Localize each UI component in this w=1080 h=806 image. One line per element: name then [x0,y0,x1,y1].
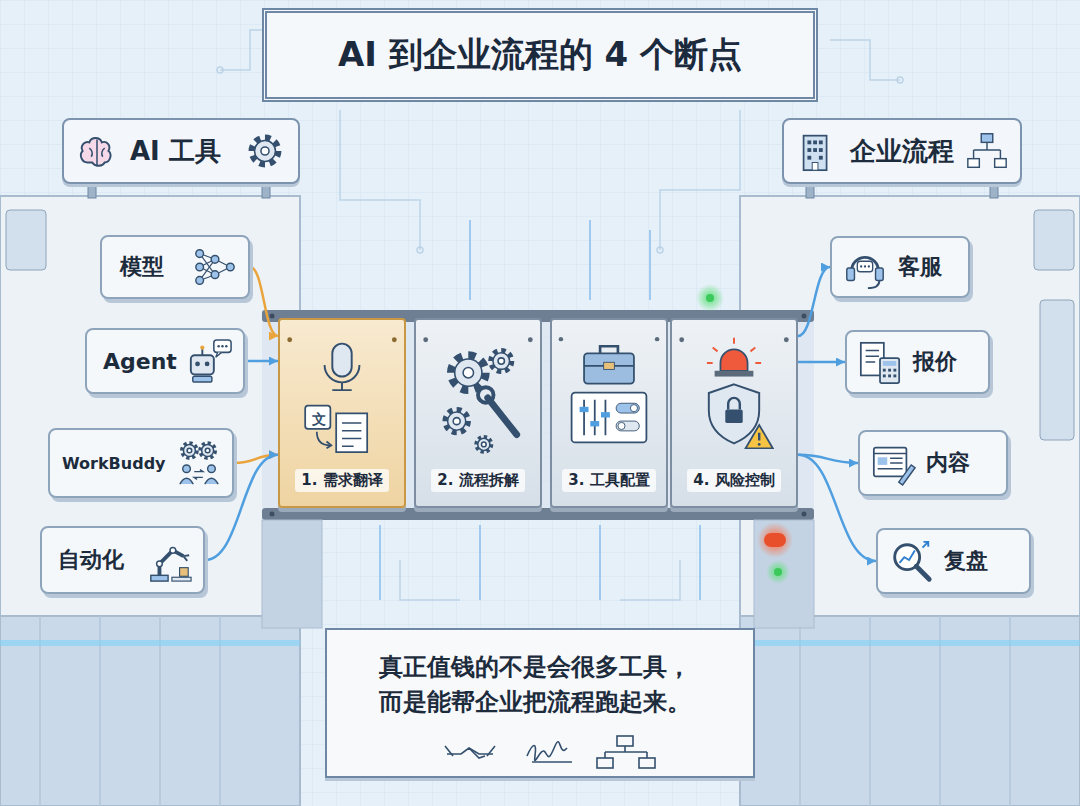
flow-connector [245,360,278,363]
robot-icon [187,338,233,384]
node-label: 2. 流程拆解 [431,469,524,492]
node-label: 自动化 [58,545,124,575]
node-label: Agent [103,349,177,374]
bridge-panel: 2. 流程拆解 [414,318,542,508]
brain-icon [74,128,120,174]
building-icon [794,128,840,174]
node-label: 4. 风险控制 [687,469,780,492]
node-label: 报价 [913,347,957,377]
tool-box: 自动化 [40,526,205,594]
title-text: AI 到企业流程的 4 个断点 [338,32,742,78]
gear-icon [242,128,288,174]
p3-icon [552,332,666,472]
node-label: 1. 需求翻译 [295,469,388,492]
tool-box: Agent [85,328,245,394]
tool-box: WorkBuddy [48,428,234,498]
node-label: AI 工具 [130,134,221,169]
bridge-panel: 1. 需求翻译 [278,318,406,508]
buddy-icon [176,440,222,486]
tool-box: 复盘 [876,528,1031,594]
node-label: 企业流程 [850,134,954,169]
bridge-panel: 4. 风险控制 [670,318,798,508]
flow-connector [798,361,845,364]
tool-box: 报价 [845,330,990,394]
icon-glyph: 文 [306,408,332,432]
review-icon [888,538,934,584]
headset-icon [842,244,888,290]
tool-box: 客服 [830,236,970,298]
group-header: AI 工具 [62,118,300,184]
p2-icon [416,332,540,472]
p1-icon [280,332,404,472]
caption-box: 真正值钱的不是会很多工具，而是能帮企业把流程跑起来。 [325,628,755,778]
node-label: WorkBuddy [62,454,166,473]
tool-box: 内容 [858,430,1008,496]
caption-text: 真正值钱的不是会很多工具，而是能帮企业把流程跑起来。 [379,650,701,720]
group-header: 企业流程 [782,118,1022,184]
node-label: 3. 工具配置 [562,469,655,492]
node-label: 复盘 [944,546,988,576]
arm-icon [147,537,193,583]
node-label: 内容 [926,448,970,478]
title-banner: AI 到企业流程的 4 个断点 [262,8,818,102]
bridge-panel: 3. 工具配置 [550,318,668,508]
flow-connector [798,267,830,336]
content-icon [870,440,916,486]
flow-connector [250,267,278,336]
net-icon [192,244,238,290]
quote-icon [857,339,903,385]
node-label: 模型 [120,252,164,282]
node-label: 客服 [898,252,942,282]
p4-icon [672,332,796,472]
org-icon [964,128,1010,174]
tool-box: 模型 [100,235,250,299]
caption-decoration [327,732,753,772]
